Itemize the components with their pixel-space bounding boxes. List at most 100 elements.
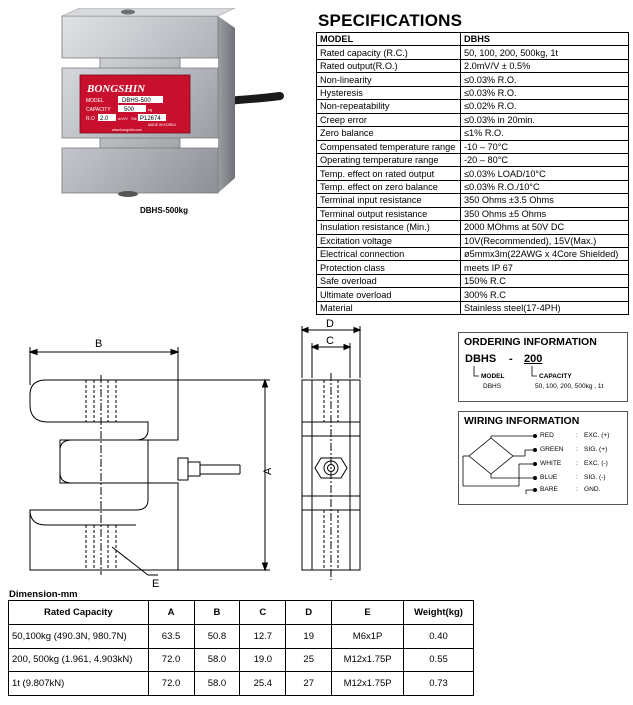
spec-row: Creep error≤0.03% in 20min. <box>316 112 629 128</box>
label-made-in: MADE IN KOREA <box>148 123 176 127</box>
label-capacity-value: 500 <box>124 107 135 113</box>
dimension-cell: 0.73 <box>403 671 474 696</box>
spec-value: meets IP 67 <box>460 260 629 275</box>
spec-key: Rated capacity (R.C.) <box>316 45 461 60</box>
spec-header-key: MODEL <box>316 31 461 47</box>
spec-row: Non-linearity≤0.03% R.O. <box>316 72 629 87</box>
dim-label-b: B <box>95 338 102 350</box>
spec-row: Temp. effect on rated output≤0.03% LOAD/… <box>316 166 629 181</box>
ordering-info-box: ORDERING INFORMATION DBHS - 200 MODEL DB… <box>458 332 628 402</box>
wire-separator: : <box>576 460 578 467</box>
label-capacity-unit: kg <box>148 107 152 112</box>
wire-color: GREEN <box>540 446 564 453</box>
dimension-title: Dimension-mm <box>9 589 78 600</box>
dimension-cell: 0.40 <box>403 624 474 649</box>
label-serial-key: SN <box>131 116 137 121</box>
ordering-model-code: DBHS <box>465 353 497 365</box>
wire-separator: : <box>576 432 578 439</box>
dimension-cell: 19 <box>285 624 333 649</box>
wiring-row: WHITE:EXC. (-) <box>540 460 608 467</box>
spec-value: 350 Ohms ±3.5 Ohms <box>460 193 629 208</box>
spec-row: Temp. effect on zero balance≤0.03% R.O./… <box>316 179 629 195</box>
dim-label-d: D <box>326 318 334 330</box>
dimension-header-cell: B <box>193 600 241 625</box>
label-model-value: DBHS-500 <box>122 98 151 104</box>
wire-signal: SIG. (+) <box>584 446 608 453</box>
wire-color: RED <box>540 432 554 439</box>
ordering-dash: - <box>509 353 513 365</box>
spec-key: Ultimate overload <box>316 287 461 302</box>
dimension-cell: 72.0 <box>147 647 195 673</box>
wire-signal: GND. <box>584 486 601 493</box>
dimension-cell: 12.7 <box>239 624 287 649</box>
spec-key: Non-repeatability <box>316 99 461 114</box>
spec-row: Non-repeatability≤0.02% R.O. <box>316 99 629 114</box>
spec-row: Rated capacity (R.C.)50, 100, 200, 500kg… <box>316 45 629 60</box>
front-view-drawing: B A E <box>28 338 274 590</box>
wire-signal: SIG. (-) <box>584 474 606 481</box>
wiring-row: BLUE: SIG. (-) <box>540 474 606 481</box>
dimension-cell: M6x1P <box>331 624 405 649</box>
label-ro-unit: mV/V <box>118 116 128 121</box>
label-ro-value: 2.0 <box>100 116 109 122</box>
spec-header-row: MODEL DBHS <box>316 31 629 47</box>
dimension-cell: 19.0 <box>239 647 287 673</box>
spec-key: Compensated temperature range <box>316 139 461 154</box>
spec-row: Operating temperature range-20 – 80°C <box>316 152 629 168</box>
dimension-header-cell: A <box>147 600 195 625</box>
dimension-cell: 58.0 <box>193 647 241 673</box>
spec-value: ≤0.02% R.O. <box>460 99 629 114</box>
dimension-cell: 200, 500kg (1.961, 4.903kN) <box>8 647 149 673</box>
dim-label-a: A <box>262 467 274 475</box>
dimension-cell: 25 <box>285 647 333 673</box>
dimension-header-cell: D <box>285 600 333 625</box>
ordering-model-label: MODEL <box>481 373 505 380</box>
dim-label-e: E <box>152 578 159 590</box>
spec-value: 2000 MOhms at 50V DC <box>460 220 629 235</box>
spec-value: 350 Ohms ±5 Ohms <box>460 206 629 222</box>
dimension-cell: 50,100kg (490.3N, 980.7N) <box>8 624 149 649</box>
spec-row: Zero balance≤1% R.O. <box>316 126 629 141</box>
wiring-row: RED: EXC. (+) <box>540 432 609 439</box>
spec-row: Rated output(R.O.)2.0mV/V ± 0.5% <box>316 58 629 74</box>
dim-label-c: C <box>326 335 334 347</box>
spec-value: 300% R.C <box>460 287 629 302</box>
dimension-header-cell: Rated Capacity <box>8 600 149 625</box>
ordering-info-title: ORDERING INFORMATION <box>464 336 597 348</box>
side-view-drawing: D C <box>300 318 362 580</box>
specifications-table: MODEL DBHS Rated capacity (R.C.)50, 100,… <box>316 31 629 316</box>
dimension-cell: 0.55 <box>403 647 474 673</box>
spec-row: Hysteresis≤0.03% R.O. <box>316 85 629 101</box>
dimension-cell: 72.0 <box>147 671 195 696</box>
spec-value: 10V(Recommended), 15V(Max.) <box>460 233 629 249</box>
wiring-info-title: WIRING INFORMATION <box>464 415 580 427</box>
wire-signal: EXC. (-) <box>584 460 608 467</box>
spec-key: Operating temperature range <box>316 152 461 168</box>
wheatstone-bridge-diagram <box>462 434 537 494</box>
spec-value: 2.0mV/V ± 0.5% <box>460 58 629 74</box>
spec-row: Compensated temperature range-10 – 70°C <box>316 139 629 154</box>
spec-value: -20 – 80°C <box>460 152 629 168</box>
spec-key: Material <box>316 300 461 316</box>
dimension-cell: 25.4 <box>239 671 287 696</box>
wire-separator: : <box>576 474 578 481</box>
wire-signal: EXC. (+) <box>584 432 610 439</box>
wire-color: BLUE <box>540 474 558 481</box>
dimension-cell: M12x1.75P <box>331 671 405 696</box>
spec-value: ≤0.03% in 20min. <box>460 112 629 128</box>
dimension-cell: M12x1.75P <box>331 647 405 673</box>
ordering-capacity-label: CAPACITY <box>539 373 572 380</box>
ordering-leader-lines <box>473 366 537 377</box>
label-serial-value: P12674 <box>140 116 161 122</box>
label-model-key: MODEL <box>86 98 104 104</box>
label-capacity-key: CAPACITY <box>86 107 111 113</box>
label-brand: BONGSHIN <box>86 83 146 95</box>
spec-key: Insulation resistance (Min.) <box>316 220 461 235</box>
